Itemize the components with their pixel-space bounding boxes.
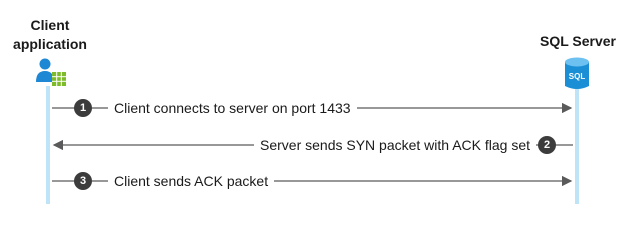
- sql-badge-text: SQL: [569, 72, 586, 81]
- sql-server-label: SQL Server: [539, 33, 616, 49]
- client-application-label: Client application: [4, 16, 96, 54]
- step-3-badge: 3: [74, 172, 92, 190]
- client-label-line2: application: [13, 36, 87, 52]
- step-2-badge: 2: [538, 136, 556, 154]
- server-lifeline: [575, 86, 579, 204]
- database-icon: SQL: [565, 57, 589, 89]
- message-1-text: Client connects to server on port 1433: [108, 99, 357, 117]
- client-lifeline: [46, 86, 50, 204]
- client-label-line1: Client: [30, 17, 70, 33]
- message-2-text: Server sends SYN packet with ACK flag se…: [254, 136, 537, 154]
- step-1-badge: 1: [74, 99, 92, 117]
- user-grid-icon: [36, 58, 66, 86]
- message-3-text: Client sends ACK packet: [108, 172, 275, 190]
